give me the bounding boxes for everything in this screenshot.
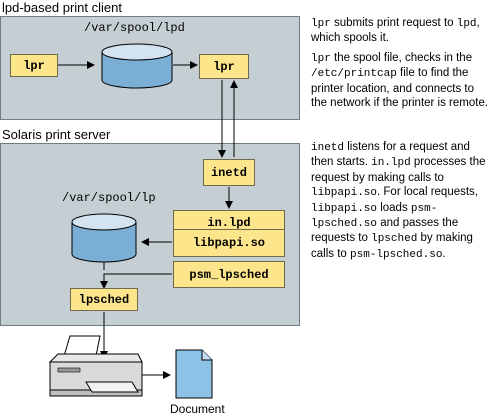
lpsched-box: lpsched	[70, 288, 138, 311]
document-label: Document	[170, 402, 225, 416]
description-run: processes the request by making calls to	[311, 156, 486, 184]
inetd-box: inetd	[203, 159, 255, 186]
server-spool-path: /var/spool/lp	[62, 191, 156, 205]
description-run: , which spools it.	[311, 17, 480, 45]
lpr-box-right: lpr	[199, 54, 249, 79]
arrow-psm-to-lpsched	[100, 273, 172, 289]
description-run: lpr	[311, 18, 331, 30]
description-run: libpapi.so	[311, 202, 378, 215]
description-run: .	[442, 247, 446, 260]
database-cylinder-icon	[71, 213, 137, 263]
lpr-box-left: lpr	[10, 54, 58, 77]
description-client-submit: lpr submits print request to lpd, which …	[311, 16, 489, 46]
client-section-title: lpd-based print client	[2, 0, 122, 15]
description-run: inetd	[311, 142, 345, 154]
description-run: psm-lpsched.so	[311, 202, 438, 231]
description-run: submits print request to	[330, 17, 457, 29]
description-run: file to find the printer location, and c…	[311, 67, 489, 110]
database-cylinder-icon	[101, 43, 173, 89]
description-run: listens for a request and then starts.	[311, 141, 470, 169]
description-run: lpsched	[371, 233, 418, 246]
psm-lpsched-box: psm_lpsched	[173, 261, 285, 288]
description-run: lpr	[311, 53, 331, 65]
server-section-title: Solaris print server	[2, 127, 111, 142]
description-run: the spool file, checks in the	[330, 52, 473, 64]
description-run: in.lpd	[371, 157, 411, 170]
description-run: by making calls to	[311, 232, 473, 260]
description-run: . For local requests,	[377, 186, 478, 199]
client-spool-path: /var/spool/lpd	[84, 21, 185, 35]
description-client-connect: lpr the spool file, checks in the /etc/p…	[311, 51, 489, 111]
description-run: /etc/printcap	[311, 68, 397, 81]
description-run: loads	[377, 201, 411, 214]
description-server-process: inetd listens for a request and then sta…	[311, 140, 489, 262]
description-run: psm-lpsched.so	[350, 248, 443, 261]
printer-icon	[48, 335, 143, 397]
libpapi-box: libpapi.so	[173, 229, 285, 257]
document-icon	[175, 349, 213, 399]
description-run: and passes the requests to	[311, 217, 459, 245]
description-run: lpd	[456, 18, 477, 30]
description-run: libpapi.so	[311, 187, 378, 200]
